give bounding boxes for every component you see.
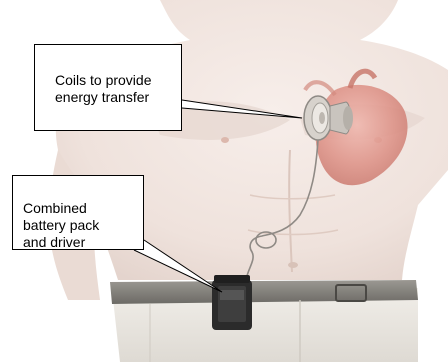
battery-callout: Combined battery pack and driver <box>12 175 144 250</box>
battery-pack-device <box>212 275 252 330</box>
trousers <box>110 280 418 362</box>
battery-callout-text: Combined battery pack and driver <box>23 200 99 250</box>
coils-callout: Coils to provide energy transfer <box>34 44 182 131</box>
coils-callout-text: Coils to provide energy transfer <box>55 72 152 105</box>
coil-device <box>304 96 353 140</box>
